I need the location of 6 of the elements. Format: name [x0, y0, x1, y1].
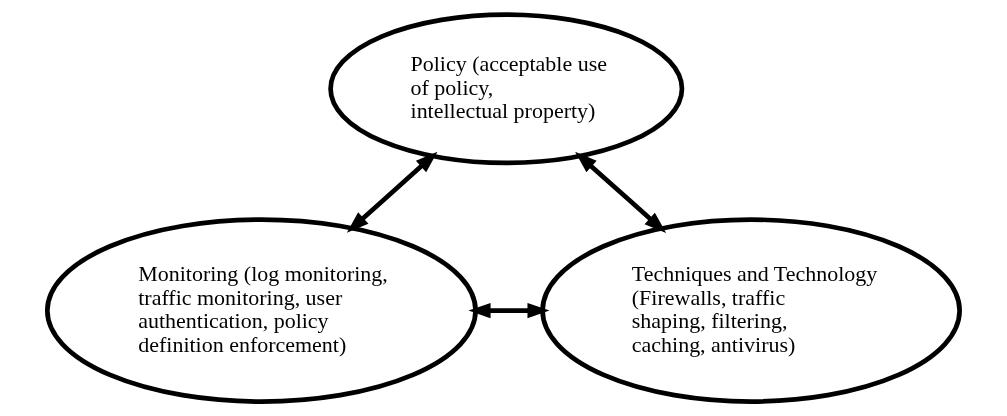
- arrow: [575, 151, 667, 234]
- node-ellipse: Policy (acceptable use of policy, intellectual property): [328, 12, 685, 166]
- node-ellipse: Monitoring (log monitoring, traffic monitoring, user authentication, policy definition enforcement): [44, 217, 478, 404]
- node-ellipse: Techniques and Technology (Firewalls, traffic shaping, filtering, caching, antivirus): [540, 217, 962, 404]
- arrow: [346, 151, 438, 233]
- arrow: [468, 302, 550, 319]
